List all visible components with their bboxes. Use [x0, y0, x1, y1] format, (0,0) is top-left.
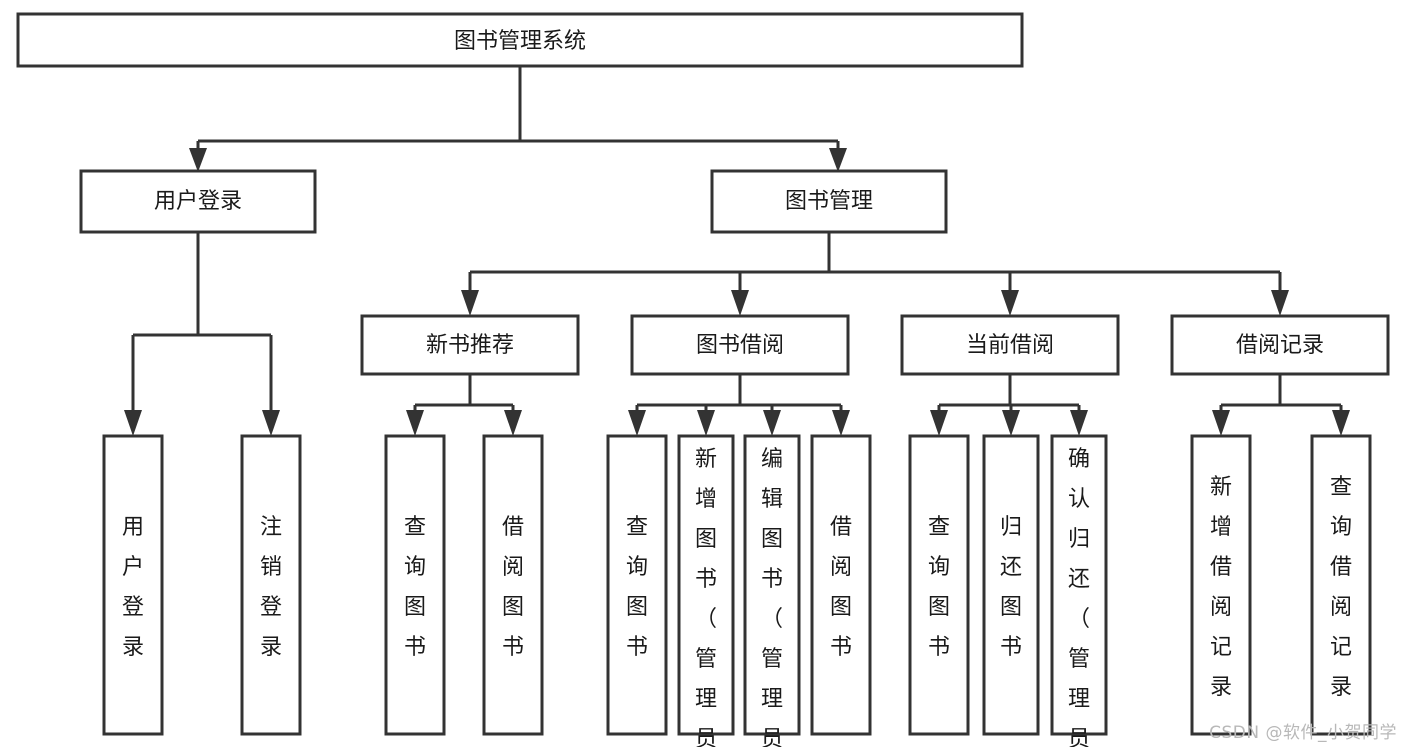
leaf-confirm-return-box[interactable]: [1050, 434, 1108, 736]
arrow-to-leaf-confirm-return: [1070, 410, 1088, 436]
node-current-borrow[interactable]: 当前借阅: [900, 314, 1120, 376]
leaf-user-login[interactable]: 用户登录: [102, 434, 164, 736]
node-book-borrow-box[interactable]: [630, 314, 850, 376]
leaf-query-book-2-label: 查询图书: [626, 515, 648, 660]
node-user-login-box[interactable]: [79, 169, 317, 234]
leaf-logout-label: 注销登录: [260, 515, 282, 660]
arrow-to-leaf-return-book: [1002, 410, 1020, 436]
arrow-to-new-book-rec: [461, 290, 479, 316]
leaf-query-book-3[interactable]: 查询图书: [908, 434, 970, 736]
arrow-to-user-login: [189, 148, 207, 172]
node-user-login[interactable]: 用户登录: [79, 169, 317, 234]
leaf-borrow-book-1-box[interactable]: [482, 434, 544, 736]
edge-userlogin-to-leaves: [131, 232, 273, 412]
leaf-query-book-3-label: 查询图书: [928, 515, 950, 660]
node-user-login-label: 用户登录: [154, 189, 242, 214]
leaf-add-book-box[interactable]: [677, 434, 735, 736]
node-new-book-rec-label: 新书推荐: [426, 333, 514, 358]
leaf-query-book-1[interactable]: 查询图书: [384, 434, 446, 736]
edge-newbookrec-to-leaves: [413, 374, 515, 414]
leaf-add-record-box[interactable]: [1190, 434, 1252, 736]
leaf-return-book-box[interactable]: [982, 434, 1040, 736]
leaf-edit-book[interactable]: 编辑图书（管理员）: [743, 434, 801, 747]
arrow-to-leaf-query-book-2: [628, 410, 646, 436]
node-book-borrow[interactable]: 图书借阅: [630, 314, 850, 376]
arrow-to-leaf-logout: [262, 410, 280, 436]
node-borrow-record-box[interactable]: [1170, 314, 1390, 376]
arrow-to-leaf-query-book-3: [930, 410, 948, 436]
leaf-borrow-book-1-label: 借阅图书: [502, 515, 524, 660]
node-new-book-rec[interactable]: 新书推荐: [360, 314, 580, 376]
node-book-manage[interactable]: 图书管理: [710, 169, 948, 234]
csdn-watermark: CSDN @软件_小贺同学: [1209, 723, 1397, 743]
leaf-query-book-3-box[interactable]: [908, 434, 970, 736]
arrow-to-leaf-query-record: [1332, 410, 1350, 436]
arrow-to-book-manage: [829, 148, 847, 172]
arrow-to-leaf-edit-book: [763, 410, 781, 436]
node-book-borrow-label: 图书借阅: [696, 333, 784, 358]
leaf-user-login-box[interactable]: [102, 434, 164, 736]
arrow-to-leaf-query-book-1: [406, 410, 424, 436]
leaf-logout-box[interactable]: [240, 434, 302, 736]
node-new-book-rec-box[interactable]: [360, 314, 580, 376]
leaf-add-book-label: 新增图书（管理员）: [695, 447, 717, 747]
arrow-to-borrow-record: [1271, 290, 1289, 316]
leaf-return-book[interactable]: 归还图书: [982, 434, 1040, 736]
edge-bookborrow-to-leaves: [635, 374, 843, 414]
node-borrow-record-label: 借阅记录: [1236, 333, 1324, 358]
arrow-to-leaf-borrow-book-1: [504, 410, 522, 436]
arrow-to-leaf-add-book: [697, 410, 715, 436]
arrow-to-leaf-user-login: [124, 410, 142, 436]
leaf-add-record[interactable]: 新增借阅记录: [1190, 434, 1252, 736]
node-book-manage-label: 图书管理: [785, 189, 873, 214]
node-root[interactable]: 图书管理系统: [16, 12, 1024, 68]
node-root-box[interactable]: [16, 12, 1024, 68]
leaf-borrow-book-1[interactable]: 借阅图书: [482, 434, 544, 736]
leaf-add-book[interactable]: 新增图书（管理员）: [677, 434, 735, 747]
edge-layer: [124, 66, 1350, 436]
arrow-to-leaf-borrow-book-2: [832, 410, 850, 436]
node-current-borrow-box[interactable]: [900, 314, 1120, 376]
edge-root-to-level1-bus: [196, 66, 840, 160]
leaf-query-book-2-box[interactable]: [606, 434, 668, 736]
node-root-label: 图书管理系统: [454, 29, 586, 54]
leaf-add-record-label: 新增借阅记录: [1210, 475, 1232, 700]
node-book-manage-box[interactable]: [710, 169, 948, 234]
edge-borrowrecord-to-leaves: [1219, 374, 1343, 414]
node-current-borrow-label: 当前借阅: [966, 333, 1054, 358]
leaf-confirm-return[interactable]: 确认归还（管理员）: [1050, 434, 1108, 747]
edge-currentborrow-to-leaves: [937, 374, 1081, 414]
leaf-query-record-box[interactable]: [1310, 434, 1372, 736]
edge-bookmanage-to-level2-bus: [468, 232, 1282, 292]
leaf-query-book-1-box[interactable]: [384, 434, 446, 736]
arrow-to-leaf-add-record: [1212, 410, 1230, 436]
leaf-query-book-1-label: 查询图书: [404, 515, 426, 660]
leaf-confirm-return-label: 确认归还（管理员）: [1068, 447, 1090, 747]
leaf-node-layer: 用户登录 注销登录 查询图书 借阅图书 查询图书 新增图书（管理员） 编辑图书（管理员） 借阅…: [102, 434, 1372, 747]
leaf-edit-book-box[interactable]: [743, 434, 801, 736]
leaf-query-record[interactable]: 查询借阅记录: [1310, 434, 1372, 736]
arrow-to-current-borrow: [1001, 290, 1019, 316]
leaf-query-record-label: 查询借阅记录: [1330, 475, 1352, 700]
node-borrow-record[interactable]: 借阅记录: [1170, 314, 1390, 376]
leaf-borrow-book-2-box[interactable]: [810, 434, 872, 736]
leaf-query-book-2[interactable]: 查询图书: [606, 434, 668, 736]
leaf-logout[interactable]: 注销登录: [240, 434, 302, 736]
leaf-user-login-label: 用户登录: [122, 515, 144, 660]
leaf-borrow-book-2-label: 借阅图书: [830, 515, 852, 660]
leaf-edit-book-label: 编辑图书（管理员）: [761, 447, 783, 747]
leaf-borrow-book-2[interactable]: 借阅图书: [810, 434, 872, 736]
leaf-return-book-label: 归还图书: [1000, 515, 1022, 660]
arrow-to-book-borrow: [731, 290, 749, 316]
